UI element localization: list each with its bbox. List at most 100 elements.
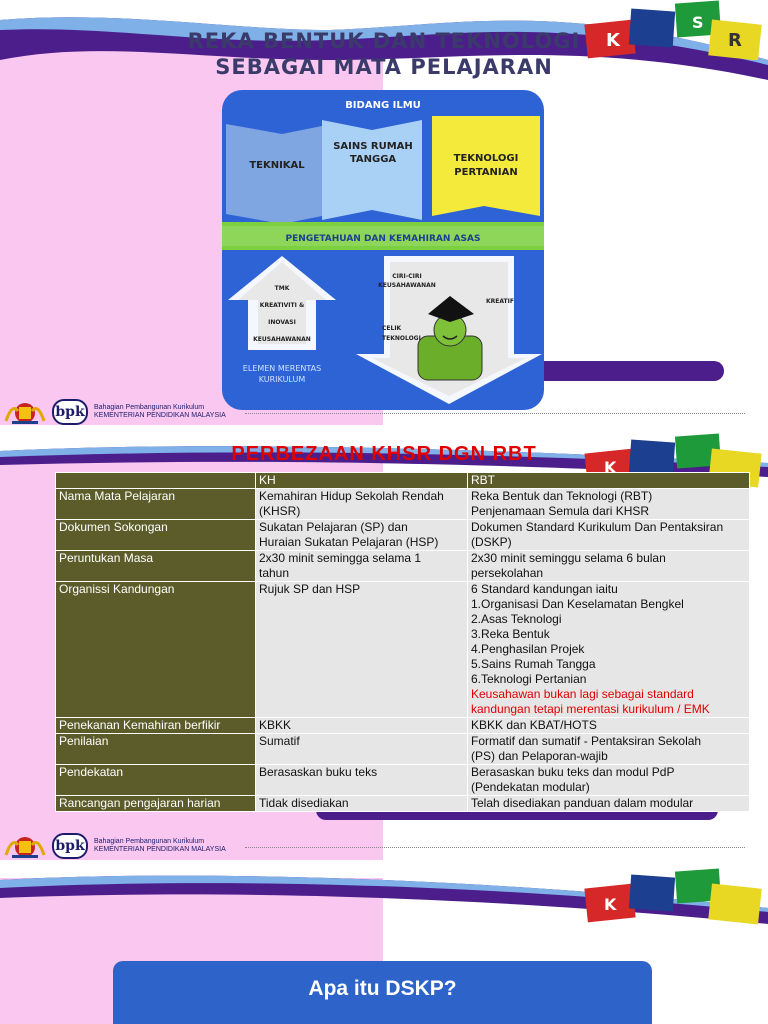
kssr-cubes-image: K: [584, 868, 762, 925]
rbt-cell: 6 Standard kandungan iaitu 1.Organisasi …: [467, 581, 750, 718]
pengetahuan-label: PENGETAHUAN DAN KEMAHIRAN ASAS: [285, 234, 481, 244]
apa-itu-dskp-button[interactable]: Apa itu DSKP?: [113, 961, 652, 1024]
bidang-ilmu-diagram: BIDANG ILMU TEKNIKAL SAINS RUMAH TANGGA …: [222, 90, 544, 410]
cell-line: (KHSR): [259, 504, 301, 518]
title-line-2: SEBAGAI MATA PELAJARAN: [215, 55, 553, 79]
row-label: Rancangan pengajaran harian: [55, 795, 256, 812]
cell-line: 6.Teknologi Pertanian: [471, 672, 587, 686]
org-line-2: KEMENTERIAN PENDIDIKAN MALAYSIA: [94, 412, 226, 419]
celik-line-1: CELIK: [382, 325, 402, 332]
cell-line: Sukatan Pelajaran (SP) dan: [259, 520, 408, 534]
table-row: Peruntukan Masa 2x30 minit semingga sela…: [55, 550, 750, 582]
row-label: Penilaian: [55, 733, 256, 765]
cell-line: 6 Standard kandungan iaitu: [471, 582, 618, 596]
teknologi-pertanian-label: TEKNOLOGI PERTANIAN: [440, 152, 532, 180]
header-rbt: RBT: [467, 472, 750, 489]
row-label: Peruntukan Masa: [55, 550, 256, 582]
rbt-cell: Dokumen Standard Kurikulum Dan Pentaksir…: [467, 519, 750, 551]
ciri-label: CIRI-CIRI KEUSAHAWANAN: [372, 272, 442, 290]
elemen-item: KEUSAHAWANAN: [253, 336, 311, 343]
org-name: Bahagian Pembangunan Kurikulum KEMENTERI…: [94, 838, 226, 854]
table-row: Nama Mata Pelajaran Kemahiran Hidup Seko…: [55, 488, 750, 520]
slide-title: REKA BENTUK DAN TEKNOLOGI SEBAGAI MATA P…: [0, 28, 768, 80]
elemen-merentas-label: ELEMEN MERENTAS KURIKULUM: [232, 363, 332, 385]
cell-line: Formatif dan sumatif - Pentaksiran Sekol…: [471, 734, 702, 748]
sains-line-2: TANGGA: [349, 154, 397, 165]
cell-line: 5.Sains Rumah Tangga: [471, 657, 596, 671]
kreatif-label: KREATIF: [486, 298, 514, 305]
ciri-line-1: CIRI-CIRI: [392, 273, 422, 280]
elemen-line-2: KURIKULUM: [258, 375, 306, 384]
title-line-1: REKA BENTUK DAN TEKNOLOGI: [187, 29, 581, 53]
cell-line: KBKK dan KBAT/HOTS: [471, 718, 597, 732]
rbt-cell: KBKK dan KBAT/HOTS: [467, 717, 750, 734]
elemen-line-1: ELEMEN MERENTAS: [242, 364, 322, 373]
svg-text:K: K: [606, 30, 621, 51]
cell-line: (Pendekatan modular): [471, 780, 590, 794]
cell-line: persekolahan: [471, 566, 544, 580]
slide-gap: [0, 425, 768, 433]
row-label: Organissi Kandungan: [55, 581, 256, 718]
footer-logos: bpk Bahagian Pembangunan Kurikulum KEMEN…: [4, 833, 226, 859]
rbt-cell: Formatif dan sumatif - Pentaksiran Sekol…: [467, 733, 750, 765]
kh-cell: KBKK: [255, 717, 468, 734]
footer-divider: [245, 413, 745, 414]
org-line-1: Bahagian Pembangunan Kurikulum: [94, 404, 205, 411]
svg-text:S: S: [692, 13, 704, 32]
cell-line: 4.Penghasilan Projek: [471, 642, 585, 656]
malaysia-crest-logo: [4, 837, 46, 858]
teknologi-line-1: TEKNOLOGI: [453, 153, 519, 164]
table-row: Penilaian Sumatif Formatif dan sumatif -…: [55, 733, 750, 765]
row-label: Penekanan Kemahiran berfikir: [55, 717, 256, 734]
bpk-logo: bpk: [52, 833, 88, 859]
sains-rumah-tangga-label: SAINS RUMAH TANGGA: [330, 140, 416, 166]
cell-line: Sumatif: [259, 734, 300, 748]
table-header-row: KH RBT: [55, 472, 750, 489]
cell-line: (DSKP): [471, 535, 512, 549]
purple-bar: [520, 361, 724, 381]
cell-line: Penjenamaan Semula dari KHSR: [471, 504, 650, 518]
rbt-cell: Reka Bentuk dan Teknologi (RBT)Penjenama…: [467, 488, 750, 520]
header-kh: KH: [255, 472, 468, 489]
malaysia-crest-logo: [4, 403, 46, 424]
elemen-item: TMK: [274, 285, 290, 292]
table-row: Rancangan pengajaran harian Tidak disedi…: [55, 795, 750, 812]
cell-line: Berasaskan buku teks: [259, 765, 378, 779]
header-wave: [0, 868, 768, 924]
slide-rbt-subject: K S R REKA BENTUK DAN TEKNOLOGI SEBAGAI …: [0, 0, 768, 425]
kh-cell: Kemahiran Hidup Sekolah Rendah(KHSR): [255, 488, 468, 520]
cell-line: (PS) dan Pelaporan-wajib: [471, 749, 608, 763]
kh-cell: Tidak disediakan: [255, 795, 468, 812]
slide-perbezaan: K PERBEZAAN KHSR DGN RBT KH RBT Nama Mat…: [0, 433, 768, 860]
cell-line: Kemahiran Hidup Sekolah Rendah: [259, 489, 444, 503]
cell-line: KBKK: [259, 718, 292, 732]
teknologi-line-2: PERTANIAN: [454, 167, 518, 178]
table-row: Penekanan Kemahiran berfikir KBKK KBKK d…: [55, 717, 750, 734]
kssr-cubes-image: K S R: [584, 0, 762, 60]
org-name: Bahagian Pembangunan Kurikulum KEMENTERI…: [94, 404, 226, 420]
rbt-cell: Berasaskan buku teks dan modul PdP(Pende…: [467, 764, 750, 796]
svg-text:K: K: [604, 895, 617, 914]
kh-cell: Rujuk SP dan HSP: [255, 581, 468, 718]
celik-line-2: TEKNOLOGI: [382, 335, 421, 342]
table-row: Organissi Kandungan Rujuk SP dan HSP 6 S…: [55, 581, 750, 718]
cell-line: tahun: [259, 566, 290, 580]
cell-line: 2x30 minit seminggu selama 6 bulan: [471, 551, 666, 565]
slide-dskp: K Apa itu DSKP?: [0, 868, 768, 1024]
footer-divider: [245, 847, 745, 848]
header-empty: [55, 472, 256, 489]
header-wave: [0, 433, 768, 477]
footer-logos: bpk Bahagian Pembangunan Kurikulum KEMEN…: [4, 399, 226, 425]
cell-line: 3.Reka Bentuk: [471, 627, 550, 641]
bpk-logo: bpk: [52, 399, 88, 425]
diagram-shapes: [222, 116, 544, 404]
cell-line: Dokumen Standard Kurikulum Dan Pentaksir…: [471, 520, 724, 534]
sains-line-1: SAINS RUMAH: [333, 141, 413, 152]
cell-line: Huraian Sukatan Pelajaran (HSP): [259, 535, 439, 549]
slide-gap: [0, 860, 768, 868]
slide-title: PERBEZAAN KHSR DGN RBT: [231, 443, 537, 465]
table-row: Pendekatan Berasaskan buku teks Berasask…: [55, 764, 750, 796]
